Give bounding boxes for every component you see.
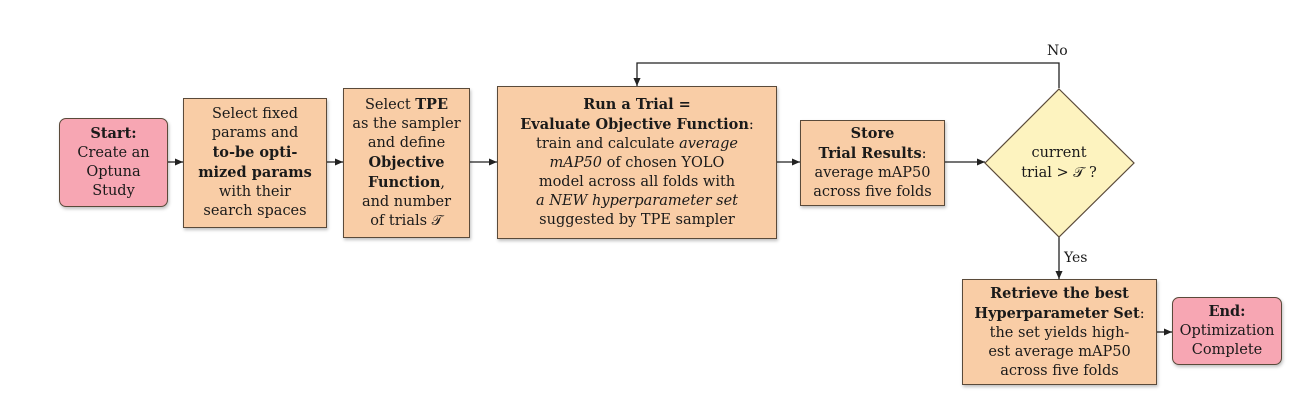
run-trial-line-2c: : — [748, 117, 754, 133]
decision-text: current trial > 𝒯 ? — [1000, 143, 1118, 183]
edge-label-yes: Yes — [1064, 250, 1088, 266]
select-tpe-line-1a: Select — [364, 97, 416, 113]
start-line-1: Create an — [77, 145, 150, 161]
retrieve-line-2b: Hyperparameter Set — [974, 304, 1140, 322]
run-trial-line-4b: of chosen YOLO — [601, 155, 725, 171]
decision-diamond — [984, 88, 1135, 238]
select-tpe-line-7: of trials 𝒯 — [370, 213, 443, 229]
store-results-node: Store Trial Results: average mAP50 acros… — [800, 120, 945, 206]
run-trial-line-6: a NEW hyperparameter set — [536, 193, 738, 209]
run-trial-line-1: Run a Trial = — [583, 96, 691, 113]
retrieve-line-2c: : — [1139, 305, 1145, 322]
run-trial-line-7: suggested by TPE sampler — [539, 212, 735, 228]
retrieve-line-3: the set yields high- — [989, 324, 1130, 341]
run-trial-line-3a: train and calculate — [536, 136, 680, 152]
fixed-params-node: Select fixed params and to-be opti- mize… — [183, 98, 327, 228]
select-tpe-line-5b: Function — [368, 174, 441, 191]
end-line-2: Complete — [1191, 342, 1263, 358]
select-tpe-line-2: as the sampler — [352, 116, 461, 132]
store-line-4: across five folds — [813, 184, 932, 200]
start-line-3: Study — [92, 183, 135, 199]
fixed-params-line-2: params and — [211, 125, 299, 141]
select-tpe-line-5c: , — [440, 175, 445, 191]
select-tpe-line-4: Objective — [368, 154, 445, 171]
store-line-1: Store — [850, 125, 895, 142]
retrieve-line-4: est average mAP50 — [988, 343, 1131, 360]
select-tpe-line-3: and define — [367, 135, 446, 151]
run-trial-line-5: model across all folds with — [538, 174, 736, 190]
select-tpe-line-1b: TPE — [415, 96, 449, 113]
select-tpe-line-6: and number — [361, 194, 452, 210]
select-tpe-node: Select TPE as the sampler and define Obj… — [343, 88, 470, 238]
end-line-1: Optimization — [1179, 323, 1275, 339]
edge-label-no: No — [1047, 43, 1068, 59]
store-line-2c: : — [921, 146, 927, 162]
end-node: End: Optimization Complete — [1172, 297, 1282, 365]
run-trial-line-4a: mAP50 — [549, 155, 602, 171]
fixed-params-line-5: with their — [218, 184, 292, 200]
fixed-params-line-6: search spaces — [203, 203, 307, 219]
decision-line-2: trial > 𝒯 ? — [1021, 165, 1097, 181]
end-title: End: — [1208, 303, 1246, 320]
store-line-2b: Trial Results — [818, 145, 922, 162]
decision-line-1: current — [1031, 145, 1087, 161]
start-title: Start: — [90, 125, 137, 142]
store-line-3: average mAP50 — [814, 165, 931, 181]
run-trial-line-3b: average — [679, 136, 738, 152]
retrieve-line-1: Retrieve the best — [990, 284, 1129, 302]
run-trial-line-2b: Evaluate Objective Function — [520, 116, 749, 133]
edge-decision-no-loop — [633, 62, 1060, 88]
fixed-params-line-1: Select fixed — [211, 106, 298, 122]
retrieve-line-5: across five folds — [1000, 362, 1119, 379]
fixed-params-line-3: to-be opti- — [212, 144, 298, 161]
start-line-2: Optuna — [86, 164, 141, 180]
fixed-params-line-4: mized params — [198, 164, 312, 181]
start-node: Start: Create an Optuna Study — [59, 118, 168, 207]
retrieve-best-node: Retrieve the best Hyperparameter Set: th… — [962, 279, 1157, 385]
run-trial-node: Run a Trial = Evaluate Objective Functio… — [497, 86, 777, 239]
